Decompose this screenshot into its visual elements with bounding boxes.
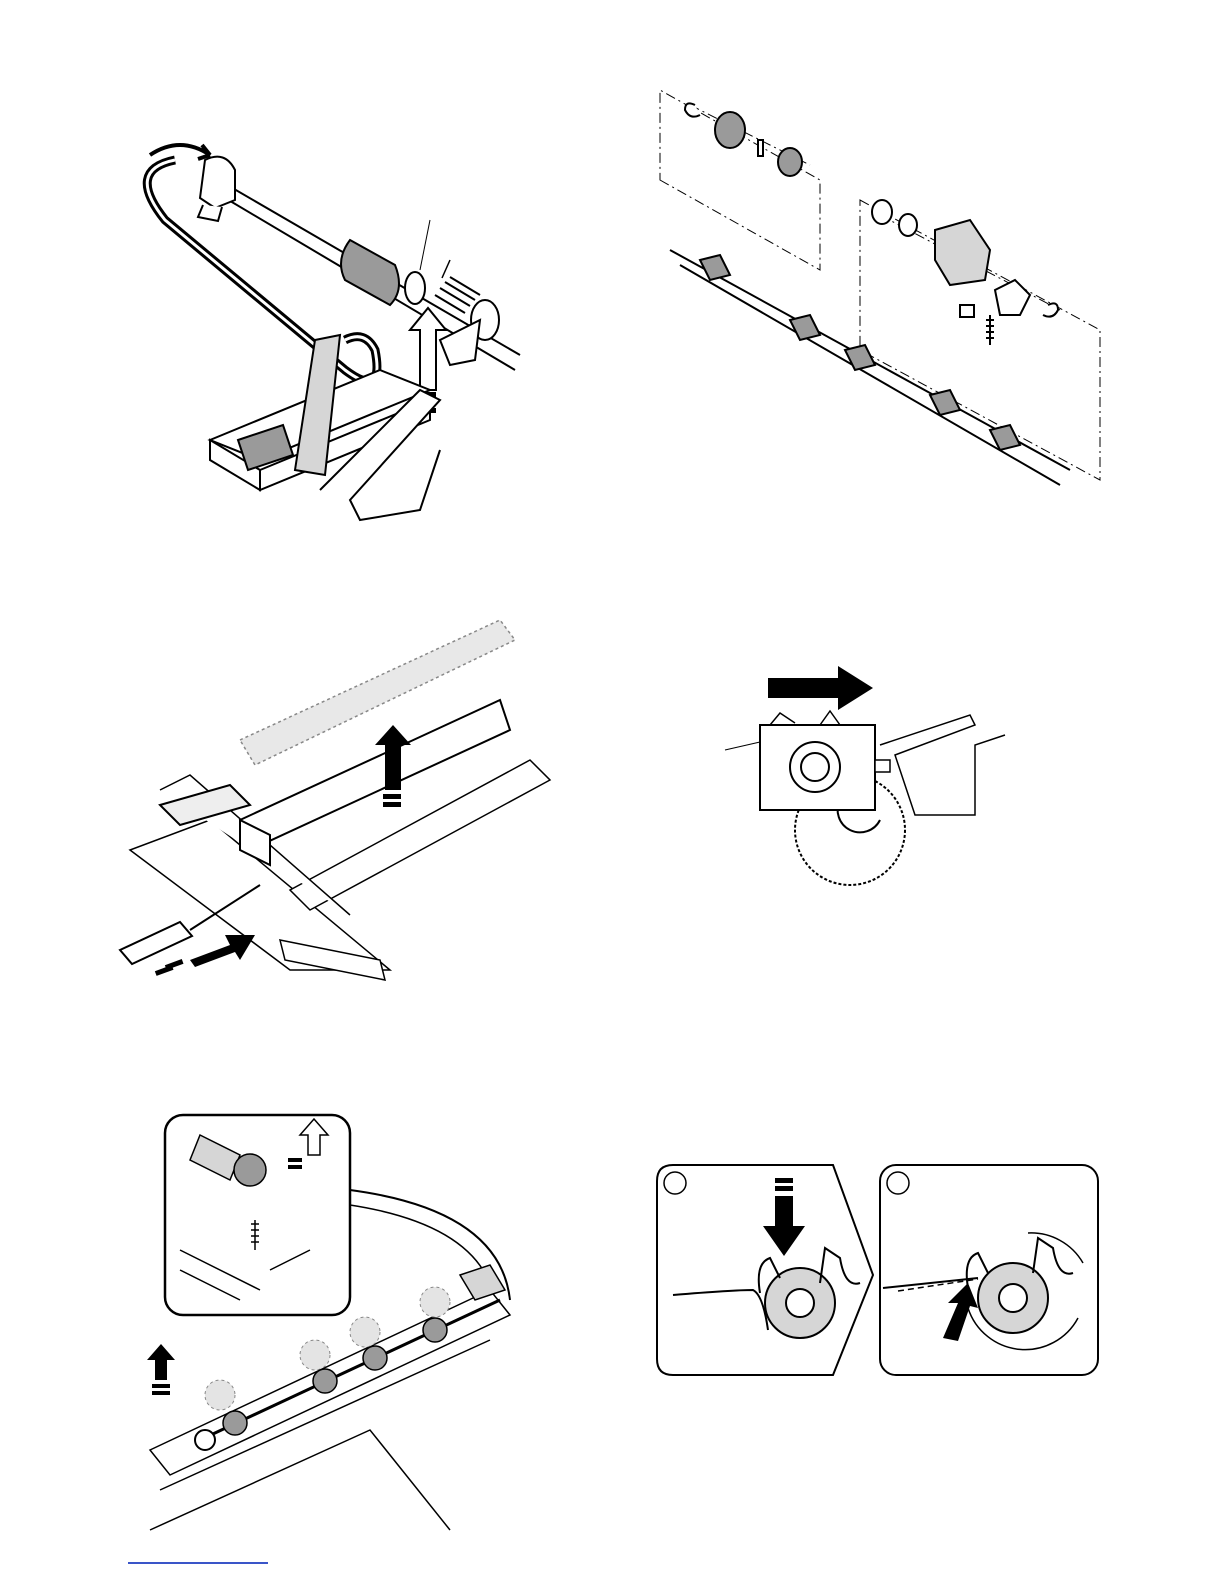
lower-frame [150, 1290, 510, 1530]
roller-exploded-drawing [650, 90, 1110, 510]
rotate-arrow [150, 145, 210, 159]
clutch-spring [986, 315, 994, 345]
washer [899, 214, 917, 236]
press-down-step-drawing [655, 1163, 880, 1378]
detail-inset [165, 1115, 350, 1315]
figure-step-rotate [878, 1163, 1103, 1378]
figure-belt-roller-removal [120, 130, 560, 530]
step-number-circle-b [887, 1172, 909, 1194]
lower-up-arrow [147, 1344, 175, 1395]
left-bearing [200, 157, 235, 208]
gear-pulley [715, 112, 745, 148]
lower-gear [195, 1430, 215, 1450]
roller-holder-drawing [720, 660, 1050, 900]
figure-roller-holder-slide [720, 660, 1050, 900]
clutch-assembly [935, 220, 990, 285]
roller-3 [845, 345, 875, 370]
roller-1 [700, 255, 730, 280]
collar [405, 272, 425, 304]
e-ring-right [1043, 303, 1058, 316]
actuator [995, 280, 1030, 315]
screwdriver-drawing [100, 610, 560, 1010]
figure-roller-exploded-view [650, 90, 1110, 510]
pin [758, 140, 763, 156]
lower-bracket [460, 1265, 505, 1300]
bushing-right [872, 200, 892, 224]
slide-right-arrow [768, 666, 873, 710]
figure-roller-shaft-inset [140, 1110, 540, 1540]
figure-screwdriver-unit-lift [100, 610, 560, 1010]
step-number-circle-a [664, 1172, 686, 1194]
bushing [778, 148, 802, 176]
belt-roller-removal-drawing [120, 130, 560, 530]
connector [960, 305, 974, 317]
roller-2 [790, 315, 820, 340]
inset-gear [234, 1154, 266, 1186]
e-ring-left [685, 103, 700, 116]
roller-shaft-inset-drawing [140, 1110, 540, 1540]
figure-step-press-down [655, 1163, 880, 1378]
footer-link-underline[interactable] [128, 1562, 268, 1564]
rotate-step-drawing [878, 1163, 1103, 1378]
feed-roller [341, 240, 399, 305]
side-frame [880, 715, 1005, 815]
step-panel-b [880, 1165, 1098, 1375]
lever [440, 320, 480, 365]
step-panel-a [657, 1165, 873, 1375]
